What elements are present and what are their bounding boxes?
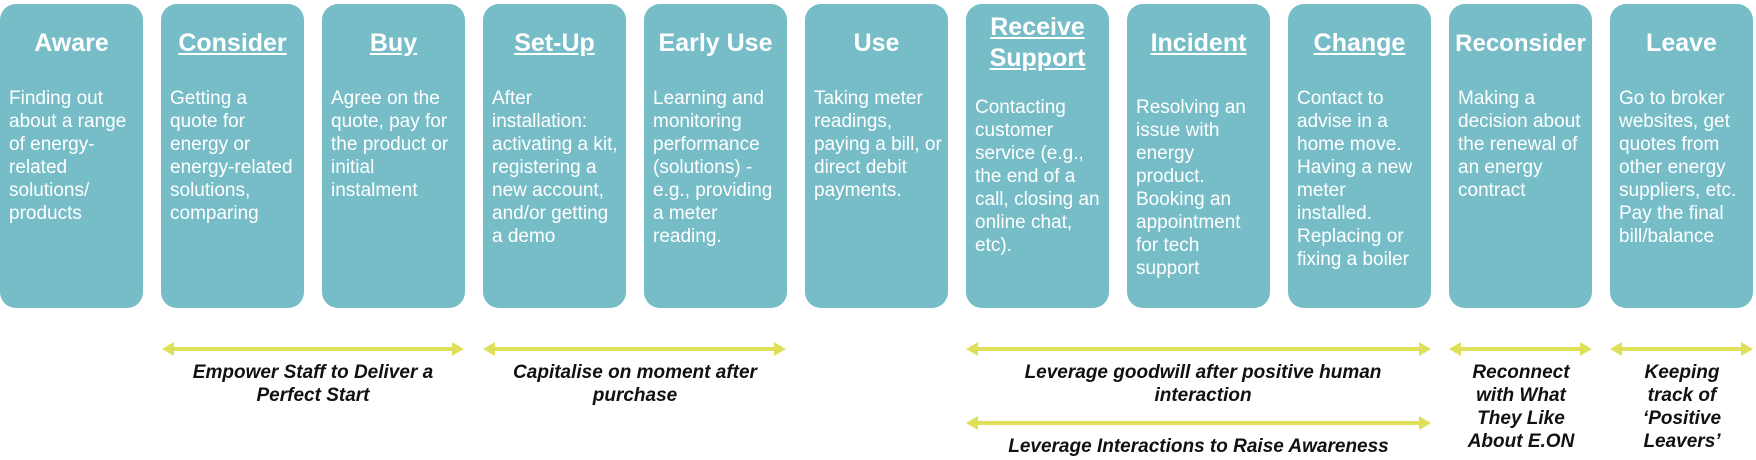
stage-description: Making a decision about the renewal of a… <box>1458 88 1581 201</box>
stage-description: Taking meter readings, paying a bill, or… <box>814 88 942 201</box>
stage-title: Leave <box>1646 29 1717 57</box>
stage-description: Finding out about a range of energy-rela… <box>9 88 127 224</box>
span-arrow-keeping <box>1610 342 1753 356</box>
span-arrow-reconnect <box>1449 342 1592 356</box>
stage-description: Go to broker websites, get quotes from o… <box>1619 88 1737 247</box>
stage-card-early-use: Early Use Learning and monitoring perfor… <box>644 4 787 308</box>
stage-card-receive-support: Receive Support Contacting customer serv… <box>966 4 1109 308</box>
stage-description: Contact to advise in a home move. Having… <box>1297 88 1413 270</box>
stage-card-leave: Leave Go to broker websites, get quotes … <box>1610 4 1753 308</box>
stage-card-incident: Incident Resolving an issue with energy … <box>1127 4 1270 308</box>
opportunity-label-empower: Empower Staff to Deliver a Perfect Start <box>192 362 434 406</box>
stage-description: After installation: activating a kit, re… <box>492 88 618 247</box>
stage-card-aware: Aware Finding out about a range of energ… <box>0 4 143 308</box>
stage-description: Getting a quote for energy or energy-rel… <box>170 88 293 224</box>
stage-title: Buy <box>369 29 418 57</box>
opportunity-label-capitalise: Capitalise on moment after purchase <box>513 362 757 406</box>
stage-card-use: Use Taking meter readings, paying a bill… <box>805 4 948 308</box>
stage-title: Change <box>1313 29 1406 57</box>
opportunity-label-reconnect: Reconnect with What They Like About E.ON <box>1467 362 1575 452</box>
stage-title: Incident <box>1150 29 1247 57</box>
stage-title: Receive Support <box>989 13 1086 72</box>
stage-title: Set-Up <box>514 29 595 57</box>
stage-title: Aware <box>34 29 109 57</box>
stage-title: Early Use <box>658 29 773 57</box>
stage-card-consider: Consider Getting a quote for energy or e… <box>161 4 304 308</box>
span-arrow-goodwill <box>966 342 1431 356</box>
opportunity-label-awareness: Leverage Interactions to Raise Awareness <box>1008 436 1389 457</box>
opportunity-label-goodwill: Leverage goodwill after positive human i… <box>1024 362 1382 406</box>
span-arrow-capitalise <box>483 342 786 356</box>
stage-card-set-up: Set-Up After installation: activating a … <box>483 4 626 308</box>
stage-card-buy: Buy Agree on the quote, pay for the prod… <box>322 4 465 308</box>
stage-card-reconsider: Reconsider Making a decision about the r… <box>1449 4 1592 308</box>
stage-description: Resolving an issue with energy product. … <box>1136 97 1246 279</box>
stage-description: Agree on the quote, pay for the product … <box>331 88 449 201</box>
stage-card-change: Change Contact to advise in a home move.… <box>1288 4 1431 308</box>
span-arrow-awareness <box>966 416 1431 430</box>
span-arrow-empower <box>162 342 464 356</box>
opportunity-label-keeping: Keeping track of ‘Positive Leavers’ <box>1642 362 1722 452</box>
stage-description: Learning and monitoring performance (sol… <box>653 88 773 247</box>
stage-description: Contacting customer service (e.g., the e… <box>975 97 1100 256</box>
stage-title: Reconsider <box>1455 30 1586 57</box>
stage-title: Use <box>853 29 900 57</box>
stage-title: Consider <box>178 29 287 57</box>
